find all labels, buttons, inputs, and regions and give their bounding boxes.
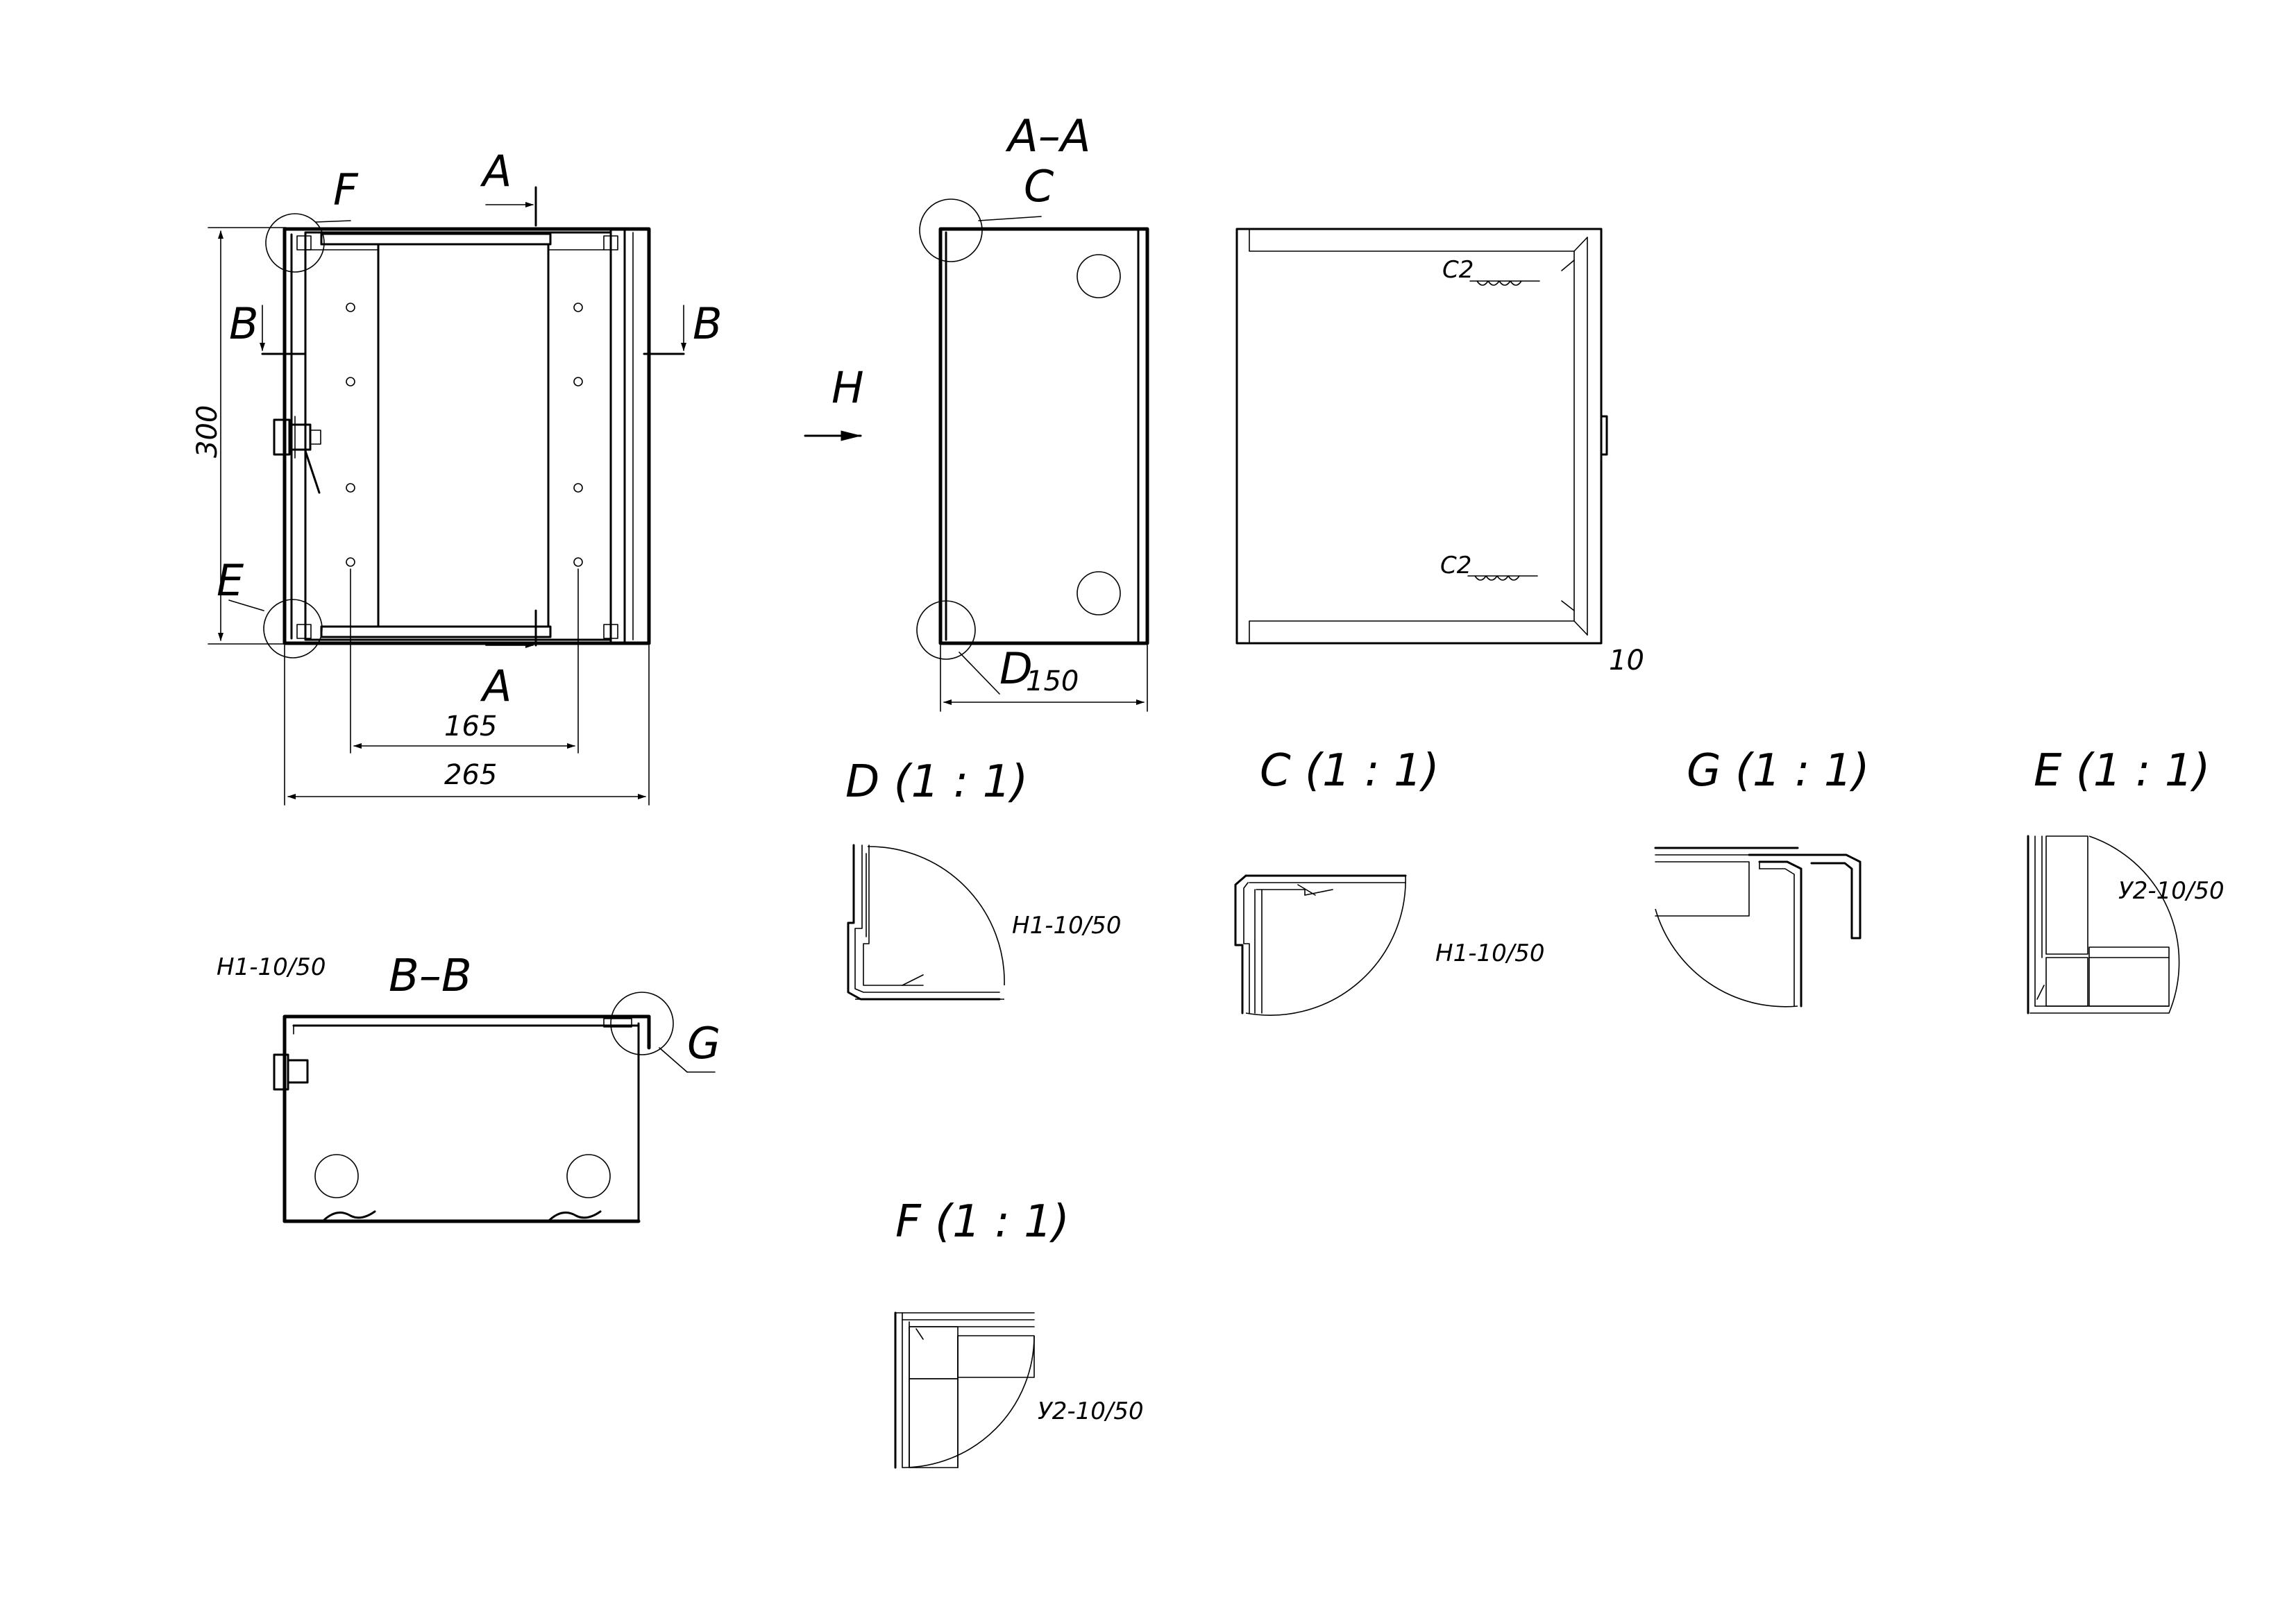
view-arrow-label: H [832, 362, 864, 413]
detail-d: D (1 : 1) H1-10/50 [845, 756, 1121, 1001]
dim-height: 300 [192, 405, 223, 458]
detail-f-note: У2-10/50 [1038, 1397, 1144, 1425]
detail-c-note: H1-10/50 [1435, 940, 1544, 967]
section-a-top-label: A [480, 146, 512, 196]
weld-bottom-label: C2 [1440, 552, 1471, 579]
detail-f: F (1 : 1) У2-10/50 [894, 1196, 1144, 1469]
detail-g: G (1 : 1) [1654, 745, 1870, 1008]
dim-thickness: 10 [1609, 645, 1644, 677]
section-a-bottom-label: A [480, 661, 512, 711]
detail-e-circle [263, 599, 323, 658]
detail-g-title: G (1 : 1) [1687, 745, 1870, 797]
section-bb-title: B–B [389, 951, 472, 1002]
detail-f-circle [265, 213, 325, 273]
detail-d-title: D (1 : 1) [845, 756, 1028, 808]
detail-d-circle [916, 600, 976, 660]
detail-c-circle [919, 198, 983, 262]
section-aa-title: A–A [1005, 111, 1091, 162]
detail-g-circle [610, 992, 674, 1055]
detail-d-label: D [999, 643, 1033, 694]
section-b-right-label: B [693, 298, 723, 349]
detail-d-note: H1-10/50 [1012, 912, 1121, 940]
front-view: F E A A B B 300 165 265 [192, 146, 723, 806]
detail-e-title: E (1 : 1) [2034, 745, 2210, 797]
dim-total-width: 265 [444, 759, 497, 791]
dim-inner-width: 165 [444, 711, 497, 742]
section-b-left-label: B [229, 298, 259, 349]
mounting-holes [346, 303, 583, 567]
lock-icon [273, 416, 321, 494]
dim-depth: 150 [1026, 665, 1079, 697]
detail-c-label: C [1024, 161, 1054, 212]
detail-f-title: F (1 : 1) [895, 1196, 1070, 1248]
detail-c-title: C (1 : 1) [1260, 745, 1440, 797]
detail-f-label: F [333, 164, 359, 215]
detail-e: E (1 : 1) У2-10/50 [2027, 745, 2225, 1014]
side-view: C2 C2 10 [1235, 228, 1644, 677]
section-bb-view: B–B H1-10/50 G [217, 951, 720, 1223]
detail-c: C (1 : 1) H1-10/50 [1234, 745, 1544, 1016]
detail-e-note: У2-10/50 [2118, 877, 2225, 905]
weld-top-label: C2 [1442, 256, 1474, 284]
bb-weld-note: H1-10/50 [217, 953, 326, 981]
detail-g-label: G [687, 1018, 720, 1069]
section-aa-view: A–A C D H 150 [804, 111, 1149, 712]
